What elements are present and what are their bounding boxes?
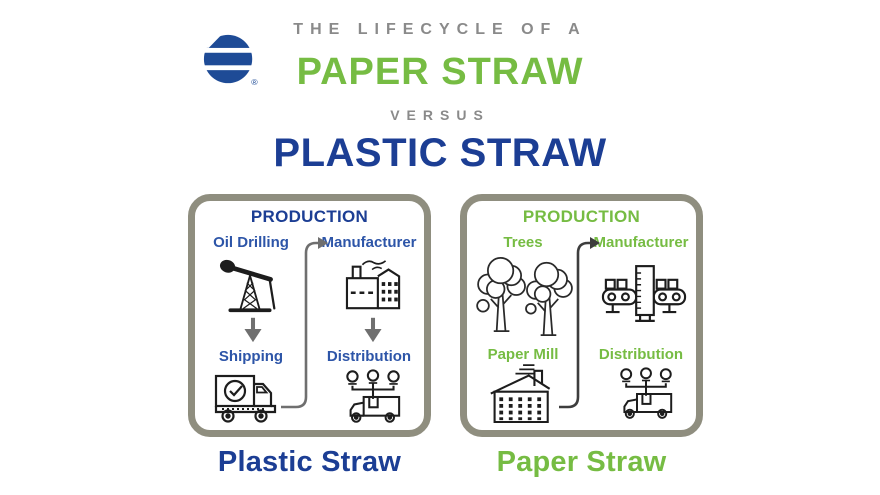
plastic-straw-title: PLASTIC STRAW: [273, 131, 607, 175]
oil-drilling-label: Oil Drilling: [213, 234, 289, 251]
paper-straw-card: PRODUCTION Trees Manufacturer Paper Mill…: [460, 194, 703, 437]
plastic-production-title: PRODUCTION: [250, 207, 369, 226]
versus-label: VERSUS: [390, 107, 490, 123]
paper-mill-icon: [490, 364, 551, 424]
paper-mill-label: Paper Mill: [487, 346, 559, 363]
plastic-straw-caption: Plastic Straw: [217, 446, 402, 478]
down-arrow-icon: [364, 317, 382, 343]
down-arrow-icon: [244, 317, 262, 343]
paper-straw-caption: Paper Straw: [496, 446, 667, 478]
distribution-label: Distribution: [326, 348, 412, 365]
distribution-truck-icon: [346, 369, 401, 423]
paper-production-title: PRODUCTION: [522, 207, 641, 226]
shipping-label: Shipping: [218, 348, 284, 365]
conveyor-machine-icon: [601, 265, 687, 322]
trees-icon: [476, 257, 573, 336]
registered-mark: ®: [251, 77, 258, 87]
brand-logo: ®: [201, 32, 259, 88]
paper-straw-title: PAPER STRAW: [296, 51, 584, 93]
brand-striped-globe-icon: ®: [201, 32, 259, 87]
manufacturer-label: Manufacturer: [321, 234, 417, 251]
manufacturer-label: Manufacturer: [593, 234, 689, 251]
oil-pumpjack-icon: [219, 259, 276, 313]
trees-label: Trees: [503, 234, 543, 251]
eyebrow-title: THE LIFECYCLE OF A: [293, 21, 587, 38]
plastic-straw-card: PRODUCTION Oil Drilling Manufacturer Shi…: [188, 194, 431, 437]
factory-icon: [345, 260, 401, 310]
distribution-label: Distribution: [598, 346, 684, 363]
shipping-truck-icon: [214, 374, 277, 423]
distribution-truck-icon: [620, 367, 673, 419]
